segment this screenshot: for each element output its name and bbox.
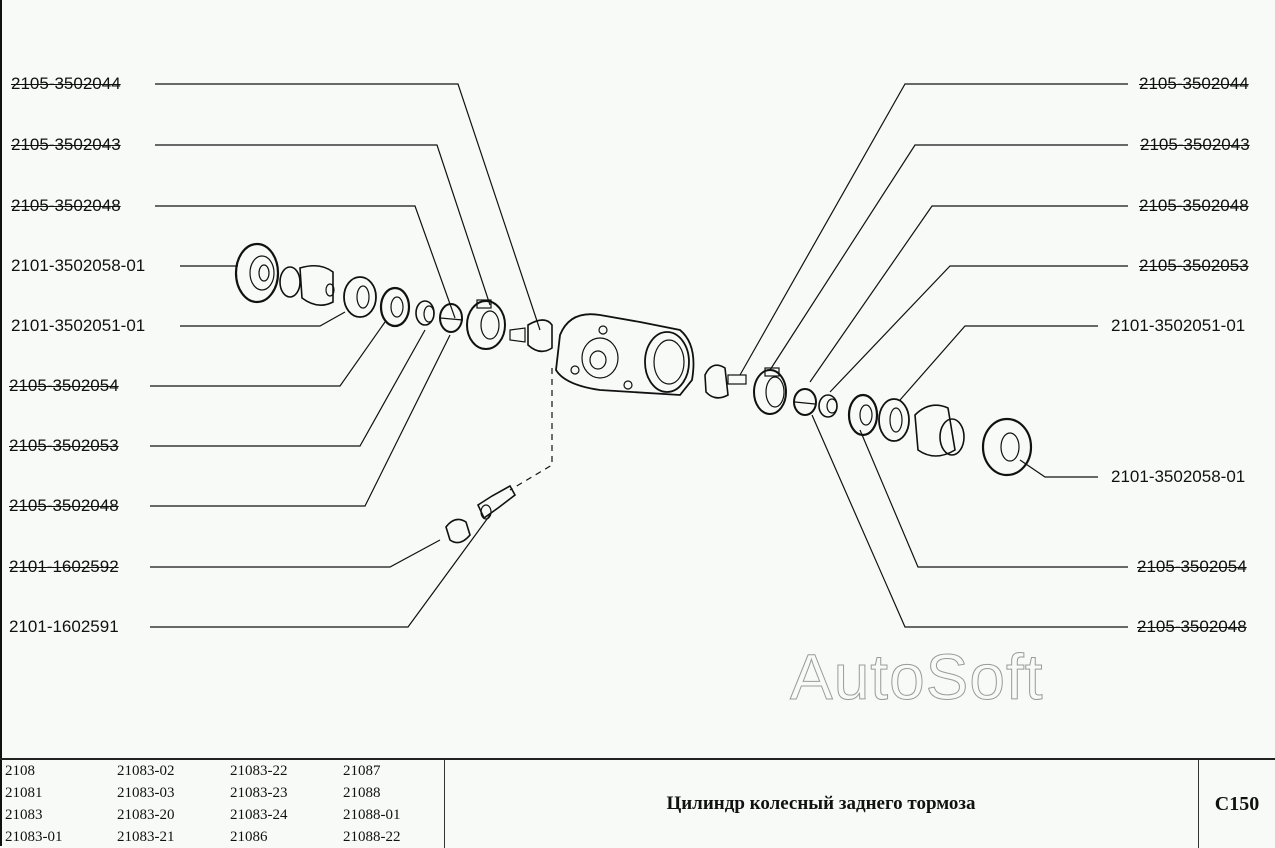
right-label-8[interactable]: 2105-3502048 [1137,617,1247,636]
model-cell: 21088-22 [343,829,401,845]
left-label-6[interactable]: 2105-3502054 [9,376,119,395]
model-cell: 21083-23 [230,785,288,801]
model-cell: 2108 [5,763,35,779]
left-label-2[interactable]: 2105-3502043 [11,135,121,154]
model-cell: 21083-20 [117,807,175,823]
right-label-6[interactable]: 2101-3502058-01 [1111,467,1246,486]
left-label-9[interactable]: 2101-1602592 [9,557,119,576]
model-cell: 21083-24 [230,807,288,823]
page-code: C150 [1214,792,1260,815]
model-cell: 21083-22 [230,763,288,779]
applicable-models-table: 2108 21083-02 21083-22 21087 21081 21083… [2,760,445,848]
model-cell: 21083-01 [5,829,63,845]
right-label-1[interactable]: 2105-3502044 [1139,74,1249,93]
watermark: AutoSoft [790,641,1044,714]
left-label-5[interactable]: 2101-3502051-01 [11,316,146,335]
model-cell: 21086 [230,829,268,845]
diagram-title: Цилиндр колесный заднего тормоза [444,760,1199,848]
right-label-5[interactable]: 2101-3502051-01 [1111,316,1246,335]
right-label-3[interactable]: 2105-3502048 [1139,196,1249,215]
model-cell: 21088-01 [343,807,401,823]
model-cell: 21083-02 [117,763,175,779]
right-label-2[interactable]: 2105-3502043 [1140,135,1250,154]
model-cell: 21081 [5,785,43,801]
title-block: 2108 21083-02 21083-22 21087 21081 21083… [0,758,1275,848]
exploded-parts-diagram: 2105-3502044 2105-3502043 2105-3502048 2… [9,74,1250,714]
parts-drawing [150,83,1128,628]
left-label-8[interactable]: 2105-3502048 [9,496,119,515]
left-label-3[interactable]: 2105-3502048 [11,196,121,215]
left-label-7[interactable]: 2105-3502053 [9,436,119,455]
model-cell: 21087 [343,763,381,779]
frame-border [0,0,2,846]
left-label-1[interactable]: 2105-3502044 [11,74,121,93]
right-label-4[interactable]: 2105-3502053 [1139,256,1249,275]
left-label-10[interactable]: 2101-1602591 [9,617,119,636]
model-cell: 21083-21 [117,829,175,845]
model-cell: 21088 [343,785,381,801]
model-cell: 21083-03 [117,785,175,801]
model-cell: 21083 [5,807,43,823]
left-label-4[interactable]: 2101-3502058-01 [11,256,146,275]
right-label-7[interactable]: 2105-3502054 [1137,557,1247,576]
